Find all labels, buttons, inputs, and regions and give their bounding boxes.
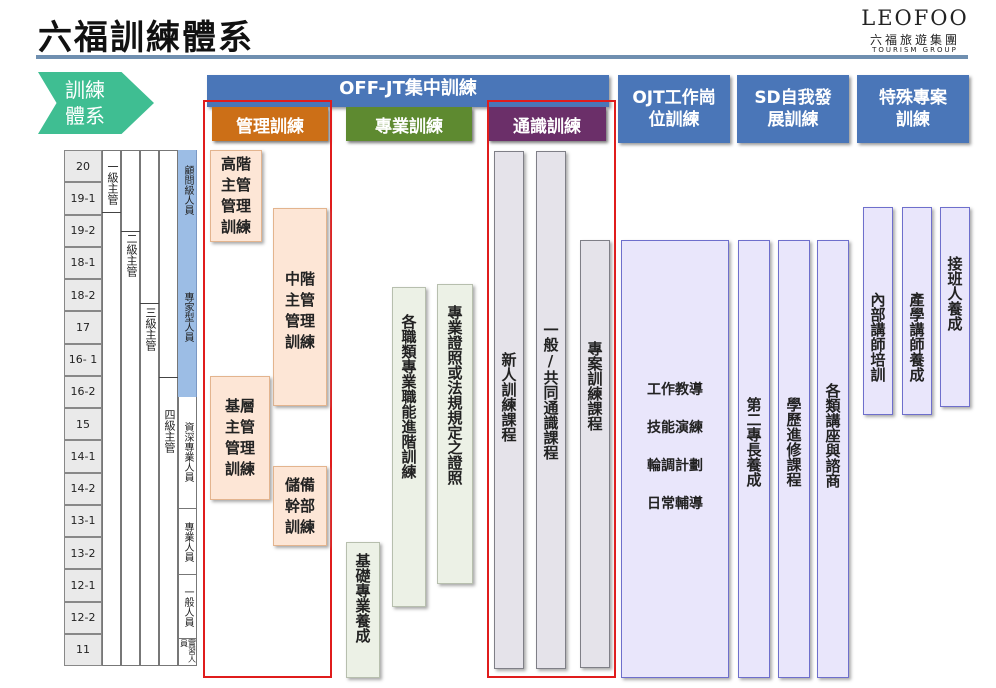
special-internal-box: 內部講師培訓: [863, 207, 893, 415]
mgmt-basic-line: 主管: [224, 418, 255, 436]
prof-license-box: 專業證照或法規規定之證照: [437, 284, 473, 584]
mgmt-high-line: 高階: [220, 155, 251, 173]
personnel-general: 一般人員: [178, 574, 197, 638]
level-cell: 15: [64, 408, 102, 441]
level-cell: 13-1: [64, 504, 102, 537]
ojt-item: 輪調計劃: [647, 458, 703, 474]
general-project-box: 專案訓練課程: [580, 240, 610, 668]
mgmt-reserve-box: 儲備 幹部 訓練: [273, 466, 327, 546]
subheader-mgmt: 管理訓練: [212, 107, 328, 141]
logo-group-cn: 六福旅遊集團: [869, 33, 960, 47]
header-special: 特殊專案訓練: [857, 75, 969, 143]
level-cell: 19-1: [64, 182, 102, 215]
mgmt-high-line: 訓練: [220, 218, 251, 236]
special-succession-box: 接班人養成: [940, 207, 970, 407]
header-sd: SD自我發展訓練: [737, 75, 849, 143]
sd-second-skill-box: 第二專長養成: [738, 240, 770, 678]
header-ojt-label: OJT工作崗位訓練: [632, 88, 716, 130]
level-cell: 13-2: [64, 537, 102, 570]
page-title: 六福訓練體系: [38, 18, 254, 58]
mgmt-reserve-line: 幹部: [284, 496, 315, 515]
ojt-item: 工作教導: [647, 382, 703, 398]
arrow-label-line1: 訓練: [65, 78, 105, 102]
bracket-l2: [121, 231, 140, 232]
level-cell: 18-2: [64, 279, 102, 312]
mgmt-mid-line: 訓練: [284, 333, 315, 351]
header-special-label: 特殊專案訓練: [879, 88, 947, 130]
logo-brand: LEOFOO: [861, 6, 969, 30]
supervisor-level-3: 三級主管: [140, 150, 159, 666]
level-cell: 12-2: [64, 601, 102, 634]
bracket-l4: [159, 377, 178, 378]
ojt-item: 技能演練: [647, 420, 703, 436]
header-ojt: OJT工作崗位訓練: [618, 75, 730, 143]
personnel-advisor: 顧問級人員: [182, 165, 193, 215]
sd-lectures-box: 各類講座與諮商: [817, 240, 849, 678]
supervisor-level-1: 一級主管: [102, 150, 121, 666]
mgmt-basic-line: 管理: [224, 439, 255, 457]
sd-degree-box: 學歷進修課程: [778, 240, 810, 678]
level-cell: 17: [64, 311, 102, 344]
level-cell: 18-1: [64, 246, 102, 279]
level-cell: 12-1: [64, 569, 102, 602]
level-cell: 11: [64, 633, 102, 666]
ojt-item: 日常輔導: [647, 496, 703, 512]
mgmt-basic-line: 基層: [224, 397, 255, 415]
mgmt-highlight-frame: [203, 100, 332, 678]
level-cell: 16- 1: [64, 343, 102, 376]
level-cell: 19-2: [64, 214, 102, 247]
personnel-trainee: 實習人員: [178, 638, 197, 666]
level-cell: 20: [64, 150, 102, 183]
general-common-box: 一般/共同通識課程: [536, 151, 566, 669]
mgmt-basic-box: 基層 主管 管理 訓練: [210, 376, 270, 500]
special-industry-box: 產學講師養成: [902, 207, 932, 415]
mgmt-mid-line: 主管: [284, 291, 315, 309]
personnel-expert: 專家型人員: [182, 292, 193, 342]
general-newcomer-box: 新人訓練課程: [494, 151, 524, 669]
arrow-label: 訓練 體系: [50, 72, 120, 134]
mgmt-high-line: 管理: [220, 197, 251, 215]
mgmt-basic-line: 訓練: [224, 460, 255, 478]
mgmt-mid-line: 管理: [284, 312, 315, 330]
mgmt-high-line: 主管: [220, 176, 251, 194]
subheader-prof: 專業訓練: [346, 107, 472, 141]
subheader-general: 通識訓練: [488, 107, 606, 141]
supervisor-level-4: 四級主管: [159, 150, 178, 666]
mgmt-reserve-line: 儲備: [284, 475, 315, 494]
arrow-label-line2: 體系: [65, 104, 105, 128]
header-sd-label: SD自我發展訓練: [754, 88, 832, 130]
general-highlight-frame: [487, 100, 616, 678]
mgmt-reserve-line: 訓練: [284, 517, 315, 536]
prof-advanced-box: 各職類專業職能進階訓練: [392, 287, 426, 607]
personnel-bar: [178, 150, 197, 397]
prof-basic-box: 基礎專業養成: [346, 542, 380, 678]
mgmt-mid-box: 中階 主管 管理 訓練: [273, 208, 327, 406]
mgmt-mid-line: 中階: [284, 270, 315, 288]
level-cell: 14-2: [64, 472, 102, 505]
supervisor-level-2: 二級主管: [121, 150, 140, 666]
title-divider: [36, 55, 968, 59]
level-cell: 14-1: [64, 440, 102, 473]
personnel-professional: 專業人員: [178, 508, 197, 574]
bracket-l3: [140, 303, 159, 304]
ojt-box: 工作教導 技能演練 輪調計劃 日常輔導: [621, 240, 729, 678]
mgmt-high-box: 高階 主管 管理 訓練: [210, 150, 262, 242]
level-cell: 16-2: [64, 375, 102, 408]
logo-group-en: TOURISM GROUP: [872, 46, 958, 54]
bracket-l1: [102, 212, 121, 213]
personnel-senior: 資深專業人員: [182, 422, 193, 482]
